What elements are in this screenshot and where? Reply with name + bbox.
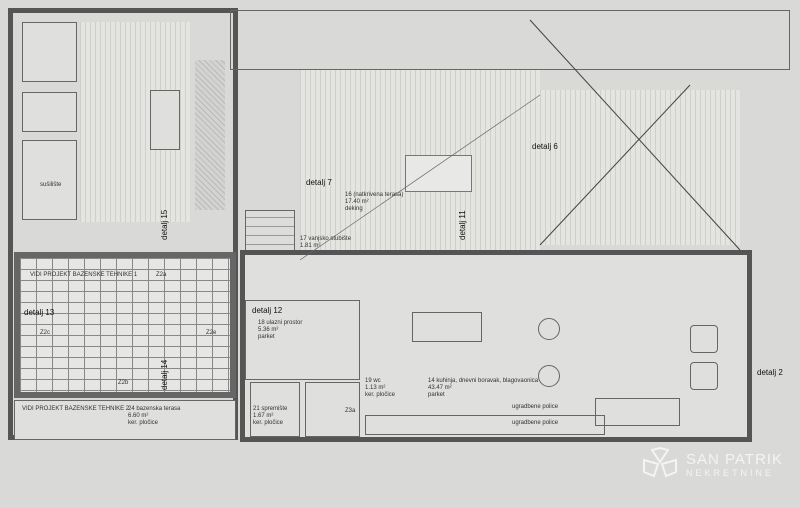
dining-table-outdoor (405, 155, 472, 192)
house-outline (240, 250, 752, 442)
detail-7-label: detalj 7 (306, 178, 332, 187)
living-floor: parket (428, 392, 445, 398)
entrance-name: 18 ulazni prostor (258, 320, 303, 326)
entrance-area: 5.36 m² (258, 327, 279, 333)
wc-name: 19 wc (365, 378, 381, 384)
living-area: 43.47 m² (428, 385, 452, 391)
stairs-area: 1.81 m² (300, 243, 321, 249)
armchair-1 (690, 325, 718, 353)
label-z2c: Z2c (40, 330, 51, 336)
note-drying: sušilište (40, 182, 62, 188)
storage-room (250, 382, 300, 437)
utility-room (22, 22, 77, 82)
storage-floor: ker. pločice (253, 420, 284, 426)
pool-terrace-area: 6.60 m² (128, 413, 149, 419)
detail-11-label: detalj 11 (458, 210, 467, 240)
entrance-floor: parket (258, 334, 275, 340)
pool (14, 252, 236, 398)
storage-area: 1.67 m² (253, 413, 274, 419)
terrace-name: 16 (natkrivena terasa) (345, 192, 404, 198)
label-z2e: Z2e (206, 330, 217, 336)
terrace-area: 17.40 m² (345, 199, 369, 205)
watermark-logo: SAN PATRIK NEKRETNINE (640, 446, 783, 482)
watermark-brand: SAN PATRIK (686, 450, 783, 468)
detail-15-label: detalj 15 (160, 209, 169, 240)
terrace-floor: deking (345, 206, 363, 212)
note-shelves-1: ugradbene police (512, 404, 559, 410)
wc-area: 1.13 m² (365, 385, 386, 391)
planter-strip (195, 60, 225, 210)
note-shelves-2: ugradbene police (512, 420, 559, 426)
small-room (22, 92, 77, 132)
pool-note-1: VIDI PROJEKT BAZENSKE TEHNIKE 1 (30, 272, 138, 278)
detail-2-label: detalj 2 (757, 368, 783, 377)
wc-room (305, 382, 360, 437)
clover-logo-icon (643, 446, 677, 478)
boundary-top (230, 10, 790, 70)
armchair-2 (690, 362, 718, 390)
detail-14-label: detalj 14 (160, 359, 169, 390)
sunbed-area (150, 90, 180, 150)
wc-floor: ker. pločice (365, 392, 396, 398)
pool-note-2: VIDI PROJEKT BAZENSKE TEHNIKE 2 (22, 406, 130, 412)
storage-name: 21 spremište (253, 406, 288, 412)
watermark-sub: NEKRETNINE (686, 467, 775, 478)
entrance-room (245, 300, 360, 380)
sofa (595, 398, 680, 426)
stairs-name: 17 vanjsko stubište (300, 236, 352, 242)
label-z2b: Z2b (118, 380, 129, 386)
dining-table (412, 312, 482, 342)
stool-2 (538, 365, 560, 387)
label-z3a: Z3a (345, 408, 356, 414)
detail-12-label: detalj 12 (252, 306, 283, 315)
detail-6-label: detalj 6 (532, 142, 558, 151)
pool-terrace-name: 24 bazenska terasa (128, 406, 181, 412)
drying-area (22, 140, 77, 220)
right-deck (540, 90, 740, 245)
pool-terrace-floor: ker. pločice (128, 420, 159, 426)
label-z2a: Z2a (156, 272, 167, 278)
stool-1 (538, 318, 560, 340)
detail-13-label: detalj 13 (24, 308, 55, 317)
pool-terrace (14, 400, 236, 440)
living-name: 14 kuhinja, dnevni boravak, blagovaonica (428, 378, 539, 384)
